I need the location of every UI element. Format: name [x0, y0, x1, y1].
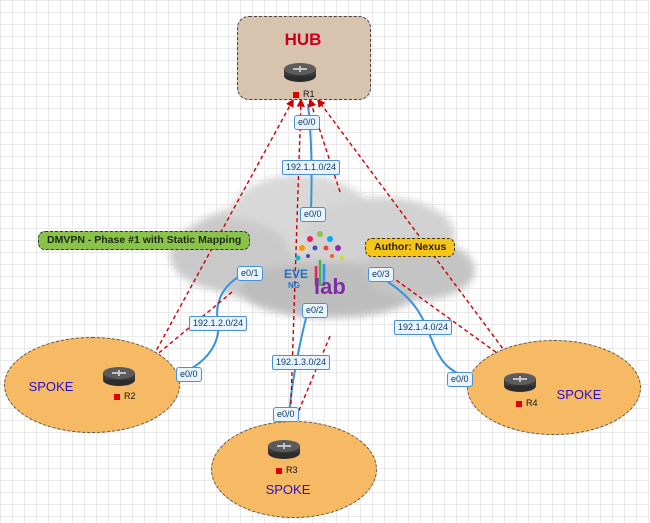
subnet-r4: 192.1.4.0/24: [394, 320, 453, 335]
subnet-hub: 192.1.1.0/24: [282, 160, 341, 175]
router-r3-status: [276, 467, 282, 474]
router-r2-label: R2: [114, 391, 136, 401]
tunnel-hub-r2: [146, 291, 233, 364]
spoke-r4-label: SPOKE: [556, 387, 602, 402]
dmvpn-phase-banner: DMVPN - Phase #1 with Static Mapping: [38, 231, 251, 250]
router-r3-icon[interactable]: [266, 437, 302, 461]
router-r1-label: R1: [293, 89, 315, 99]
tunnel-r3-hub: [289, 98, 305, 433]
tunnel-r4-hub: [316, 98, 516, 366]
iface-cloud-e0-3: e0/3: [368, 267, 394, 282]
iface-r3-e0-0: e0/0: [273, 407, 299, 422]
spoke-r2-zone: [4, 337, 180, 433]
subnet-r3: 192.1.3.0/24: [272, 355, 331, 370]
logo-text-eve: EVE: [284, 267, 308, 281]
tunnel-hub-r4: [384, 271, 517, 367]
spoke-r2-label: SPOKE: [28, 379, 74, 394]
router-r4-icon[interactable]: [502, 370, 538, 394]
iface-cloud-e0-1: e0/1: [237, 266, 263, 281]
router-r2-icon[interactable]: [101, 364, 137, 388]
subnet-r2: 192.1.2.0/24: [189, 316, 248, 331]
spoke-r3-label: SPOKE: [265, 482, 311, 497]
logo-text-ng: NG: [288, 281, 300, 290]
hub-title: HUB: [284, 30, 322, 49]
spoke-r4-zone: [467, 340, 641, 435]
logo-text-lab: lab: [314, 274, 346, 298]
router-r2-status: [114, 393, 120, 400]
spoke-r3-zone: [211, 421, 377, 518]
router-r4-status: [516, 400, 522, 407]
router-r4-label: R4: [516, 398, 538, 408]
iface-cloud-e0-0: e0/0: [300, 207, 326, 222]
eve-ng-logo: EVE NG lab: [284, 231, 346, 298]
iface-r2-e0-0: e0/0: [176, 367, 202, 382]
logo-tree-dots: [295, 231, 345, 261]
router-r1-status: [293, 91, 299, 98]
iface-r1-e0-0: e0/0: [294, 115, 320, 130]
hub-container: [237, 16, 371, 100]
router-r1-icon[interactable]: [282, 60, 318, 84]
logo-trunk: [314, 260, 326, 286]
router-r3-label: R3: [276, 465, 298, 475]
iface-r4-e0-0: e0/0: [447, 372, 473, 387]
author-banner: Author: Nexus: [365, 238, 456, 257]
iface-cloud-e0-2: e0/2: [302, 303, 328, 318]
